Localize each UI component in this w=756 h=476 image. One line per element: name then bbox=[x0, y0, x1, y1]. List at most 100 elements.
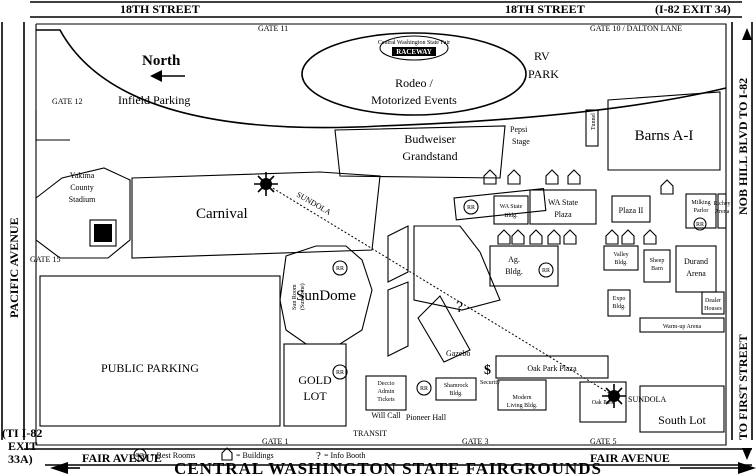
svg-text:RR: RR bbox=[336, 266, 344, 272]
warmup-arena bbox=[639, 317, 725, 333]
street-fair-right: FAIR AVENUE bbox=[590, 451, 670, 465]
deccio-label-1: Deccio bbox=[378, 381, 395, 387]
yakima-stadium bbox=[35, 167, 131, 259]
milking-parlor bbox=[685, 193, 717, 229]
richey-label-1: Richey bbox=[714, 201, 731, 207]
restroom-icon bbox=[538, 262, 554, 278]
street-pacific: PACIFIC AVENUE bbox=[7, 217, 21, 318]
pepsi-label-2: Stage bbox=[512, 137, 530, 146]
restroom-icon bbox=[463, 199, 479, 215]
sundola-label-top: SUNDOLA bbox=[295, 190, 333, 217]
will-call-label: Will Call bbox=[371, 411, 401, 420]
arrow-right-icon bbox=[738, 462, 756, 474]
north-arrow-icon bbox=[150, 70, 162, 82]
tunnel bbox=[585, 109, 599, 147]
gazebo-area bbox=[417, 295, 471, 363]
building-icon bbox=[563, 229, 577, 245]
sheep-barn bbox=[643, 249, 671, 283]
deccio-admin bbox=[365, 375, 407, 411]
gate-1: GATE 1 bbox=[262, 437, 288, 446]
sheep-label-2: Barn bbox=[651, 266, 663, 272]
sunroom-label-2: (Sundome) bbox=[299, 283, 306, 310]
infield-parking: Infield Parking bbox=[118, 93, 190, 107]
restroom-icon bbox=[332, 260, 348, 276]
gate-10: GATE 10 / DALTON LANE bbox=[590, 24, 682, 33]
wa-plaza-label-2: Plaza bbox=[554, 210, 572, 219]
legend-info-label: = Info Booth bbox=[324, 451, 365, 460]
shamrock-label-2: Bldg. bbox=[449, 391, 463, 397]
building-icon bbox=[529, 229, 543, 245]
deccio-label-3: Tickets bbox=[377, 397, 395, 403]
gate-11: GATE 11 bbox=[258, 24, 288, 33]
raceway-logo-text: RACEWAY bbox=[396, 48, 432, 56]
pioneer-hall-label: Pioneer Hall bbox=[406, 413, 447, 422]
arrow-left-icon bbox=[50, 462, 68, 474]
svg-text:RR: RR bbox=[696, 222, 704, 228]
barns-label: Barns A-I bbox=[635, 128, 694, 144]
building-icon bbox=[511, 229, 525, 245]
legend-rr-symbol: RR bbox=[136, 453, 144, 459]
legend-building-label: = Buildings bbox=[236, 451, 274, 460]
svg-text:RR: RR bbox=[467, 205, 475, 211]
sheep-label-1: Sheep bbox=[650, 258, 665, 264]
street-exit-33a-2: EXIT bbox=[8, 439, 37, 453]
carnival-label: Carnival bbox=[196, 206, 248, 222]
south-lot-label: South Lot bbox=[658, 413, 706, 427]
plaza-2-label: Plaza II bbox=[619, 206, 644, 215]
sundola-star-icon bbox=[254, 172, 278, 196]
oak-park-plaza bbox=[495, 355, 609, 379]
svg-text:RR: RR bbox=[420, 386, 428, 392]
building-icon bbox=[643, 229, 657, 245]
expo-label-2: Bldg. bbox=[612, 304, 626, 310]
barns-a-i bbox=[607, 91, 721, 171]
rodeo-label-2: Motorized Events bbox=[371, 93, 457, 107]
building-icon bbox=[547, 229, 561, 245]
building-icon bbox=[621, 229, 635, 245]
carnival-area bbox=[131, 171, 381, 259]
street-fair-left: FAIR AVENUE bbox=[82, 451, 162, 465]
dealer-houses bbox=[701, 291, 725, 315]
valley-label-2: Bldg. bbox=[614, 260, 628, 266]
gold-lot bbox=[283, 343, 347, 427]
svg-text:RR: RR bbox=[336, 370, 344, 376]
richey-arena bbox=[717, 193, 727, 229]
building-icon bbox=[507, 169, 521, 185]
shamrock-bldg bbox=[435, 377, 477, 401]
raceway-logo-top: Central Washington State Fair bbox=[378, 40, 450, 46]
expo-bldg bbox=[607, 289, 631, 317]
yakima-label-1: Yakima bbox=[70, 171, 95, 180]
oak-park bbox=[579, 381, 627, 423]
milking-label-1: Milking bbox=[691, 200, 710, 206]
valley-bldg bbox=[603, 245, 639, 271]
street-18th-left: 18TH STREET bbox=[120, 2, 200, 16]
richey-label-2: Arena bbox=[715, 209, 730, 215]
dealer-label-1: Dealer bbox=[705, 298, 721, 304]
wa-bldg-label-1: WA State bbox=[500, 204, 523, 210]
arrow-up-icon bbox=[742, 28, 752, 40]
valley-label-1: Valley bbox=[613, 252, 628, 258]
restroom-icon bbox=[416, 380, 432, 396]
oak-plaza-label: Oak Park Plaza bbox=[527, 364, 577, 373]
raceway-logo-bar bbox=[392, 47, 436, 56]
fairgrounds-fence bbox=[35, 23, 727, 446]
ag-label-1: Ag. bbox=[508, 255, 520, 264]
building-icons bbox=[483, 169, 674, 245]
rodeo-label-1: Rodeo / bbox=[395, 76, 433, 90]
building-icon bbox=[483, 169, 497, 185]
sunroom-label-1: Sun Room bbox=[292, 284, 298, 310]
tunnel-label: Tunnel bbox=[591, 113, 597, 130]
racetrack-curve bbox=[36, 29, 727, 129]
public-parking-label: PUBLIC PARKING bbox=[101, 361, 199, 375]
sundola-star-icon bbox=[602, 384, 626, 408]
wa-state-plaza bbox=[529, 189, 597, 225]
rodeo-oval bbox=[301, 32, 527, 116]
building-icon bbox=[497, 229, 511, 245]
pavilion-a bbox=[387, 225, 409, 283]
building-icon bbox=[545, 169, 559, 185]
gate-3: GATE 3 bbox=[462, 437, 488, 446]
gate-15: GATE 15 bbox=[30, 255, 60, 264]
sundome-label: SunDome bbox=[296, 288, 356, 304]
gate-5: GATE 5 bbox=[590, 437, 616, 446]
ag-label-2: Bldg. bbox=[505, 267, 523, 276]
